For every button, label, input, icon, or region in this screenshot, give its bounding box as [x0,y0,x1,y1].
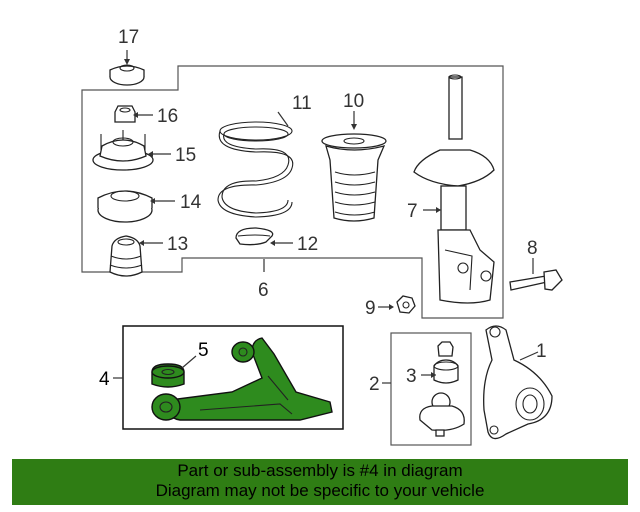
callout-17: 17 [118,27,139,48]
callout-15: 15 [175,145,196,166]
part-2-ball-joint[interactable] [419,392,465,437]
part-9-nut[interactable] [396,295,416,314]
callout-16: 16 [157,106,178,127]
leader-11 [277,111,289,127]
arrow-13 [139,240,144,246]
callout-2: 2 [369,374,380,395]
arrow-3 [431,372,436,378]
part-8-bolt[interactable] [509,269,563,291]
callout-14: 14 [180,192,202,213]
arrow-17 [124,59,130,65]
callout-10: 10 [343,91,364,112]
strut-assembly-frame [81,65,504,319]
part-7-strut[interactable] [413,74,495,304]
callout-5: 5 [198,340,209,361]
callout-4: 4 [99,369,110,390]
parts-diagram: 17 16 15 14 13 11 [81,27,563,446]
callout-3: 3 [406,366,417,387]
part-13-bump-stop[interactable] [109,235,143,277]
part-12-spring-seat[interactable] [235,227,274,246]
arrow-15 [148,151,153,157]
part-16-nut[interactable] [114,105,136,123]
callout-12: 12 [297,234,318,255]
arrow-12 [270,240,275,246]
arrow-7 [436,207,441,213]
part-11-coil-spring[interactable] [217,121,294,218]
banner-line-1: Part or sub-assembly is #4 in diagram [177,461,463,480]
callout-9: 9 [365,298,376,319]
part-2-frame [390,332,472,446]
banner-line-2: Diagram may not be specific to your vehi… [155,481,485,500]
arrow-14 [150,198,155,204]
arrow-9 [389,304,394,310]
part-17-cap[interactable] [109,64,145,86]
arrow-10 [351,124,357,130]
callout-13: 13 [167,234,188,255]
callout-6: 6 [258,280,269,301]
leader-5 [181,355,197,369]
callout-7: 7 [407,201,418,222]
leader-1 [519,351,539,361]
part-10-dust-boot[interactable] [321,133,387,222]
part-14-bearing[interactable] [97,190,153,223]
part-1-knuckle[interactable] [483,325,553,440]
part-3-ball-joint-boot[interactable] [433,341,459,384]
part-4-lower-control-arm[interactable] [151,337,333,421]
info-banner: Part or sub-assembly is #4 in diagram Di… [12,459,628,505]
part-5-bushing[interactable] [151,363,185,388]
arrow-16 [133,112,138,118]
callout-11: 11 [292,93,312,114]
callout-8: 8 [527,238,538,259]
callout-1: 1 [536,341,547,362]
part-15-strut-mount[interactable] [92,130,154,171]
